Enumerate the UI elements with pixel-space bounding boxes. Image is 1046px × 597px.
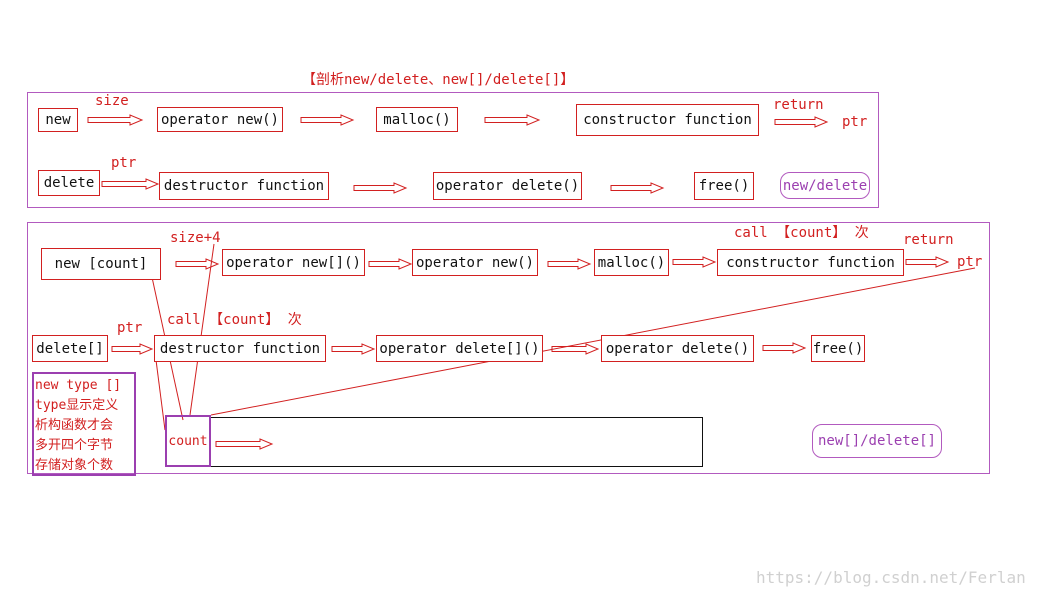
label-call-count-construct: call 【count】 次 bbox=[734, 225, 869, 241]
box-operator-new: operator new() bbox=[157, 107, 283, 132]
connector-size-to-count bbox=[189, 243, 215, 416]
watermark: https://blog.csdn.net/Ferlan bbox=[756, 568, 1026, 587]
memory-block bbox=[209, 417, 703, 467]
hollow-right-arrow-icon bbox=[774, 116, 829, 128]
label-ptr: ptr bbox=[842, 114, 868, 130]
tag-new-delete: new/delete bbox=[780, 172, 870, 199]
label-return: return bbox=[773, 97, 824, 113]
hollow-right-arrow-icon bbox=[175, 258, 220, 270]
box-constructor-function-2: constructor function bbox=[717, 249, 904, 276]
hollow-right-arrow-icon bbox=[353, 182, 408, 194]
hollow-right-arrow-icon bbox=[300, 114, 355, 126]
hollow-right-arrow-icon bbox=[672, 256, 717, 268]
label-ptr-delete-array: ptr bbox=[117, 320, 143, 336]
hollow-right-arrow-icon bbox=[610, 182, 665, 194]
label-return-2: return bbox=[903, 232, 954, 248]
hollow-right-arrow-icon bbox=[215, 438, 274, 450]
hollow-right-arrow-icon bbox=[551, 343, 600, 355]
label-size-plus-4: size+4 bbox=[170, 230, 221, 246]
box-operator-new-2: operator new() bbox=[412, 249, 538, 276]
box-free: free() bbox=[694, 172, 754, 200]
hollow-right-arrow-icon bbox=[484, 114, 541, 126]
box-new: new bbox=[38, 108, 78, 132]
note-line-1: new type [] bbox=[35, 378, 122, 393]
box-delete-array: delete[] bbox=[32, 335, 108, 362]
hollow-right-arrow-icon bbox=[547, 258, 592, 270]
box-delete: delete bbox=[38, 170, 100, 196]
box-operator-delete: operator delete() bbox=[433, 172, 582, 200]
section-new-array-delete-array bbox=[27, 222, 990, 474]
hollow-right-arrow-icon bbox=[87, 114, 144, 126]
hollow-right-arrow-icon bbox=[101, 178, 160, 190]
hollow-right-arrow-icon bbox=[331, 343, 376, 355]
note-line-5: 存储对象个数 bbox=[35, 458, 114, 473]
count-cell: count bbox=[165, 415, 211, 467]
box-operator-delete-array: operator delete[]() bbox=[376, 335, 543, 362]
notes-box: new type [] type显示定义 析构函数才会 多开四个字节 存储对象个… bbox=[32, 372, 136, 476]
box-operator-new-array: operator new[]() bbox=[222, 249, 365, 276]
box-constructor-function: constructor function bbox=[576, 104, 759, 136]
label-size: size bbox=[95, 93, 129, 109]
label-call-count-destruct: call 【count】 次 bbox=[167, 312, 302, 328]
box-operator-delete-2: operator delete() bbox=[601, 335, 754, 362]
hollow-right-arrow-icon bbox=[368, 258, 413, 270]
note-line-4: 多开四个字节 bbox=[35, 438, 114, 453]
box-destructor-function: destructor function bbox=[159, 172, 329, 200]
box-malloc-2: malloc() bbox=[594, 249, 669, 276]
hollow-right-arrow-icon bbox=[905, 256, 950, 268]
section-new-delete bbox=[27, 92, 879, 208]
connector-count-to-ptr bbox=[210, 267, 976, 416]
diagram-title: 【剖析new/delete、new[]/delete[]】 bbox=[302, 72, 575, 88]
note-line-2: type显示定义 bbox=[35, 398, 119, 413]
box-new-count: new [count] bbox=[41, 248, 161, 280]
label-ptr-2: ptr bbox=[957, 254, 983, 270]
hollow-right-arrow-icon bbox=[111, 343, 154, 355]
tag-new-array-delete-array: new[]/delete[] bbox=[812, 424, 942, 458]
hollow-right-arrow-icon bbox=[762, 342, 807, 354]
box-malloc: malloc() bbox=[376, 107, 458, 132]
connector-count-to-destructor bbox=[155, 359, 166, 431]
label-ptr-delete: ptr bbox=[111, 155, 137, 171]
box-free-2: free() bbox=[811, 335, 865, 362]
note-line-3: 析构函数才会 bbox=[35, 418, 114, 433]
box-destructor-function-2: destructor function bbox=[154, 335, 326, 362]
